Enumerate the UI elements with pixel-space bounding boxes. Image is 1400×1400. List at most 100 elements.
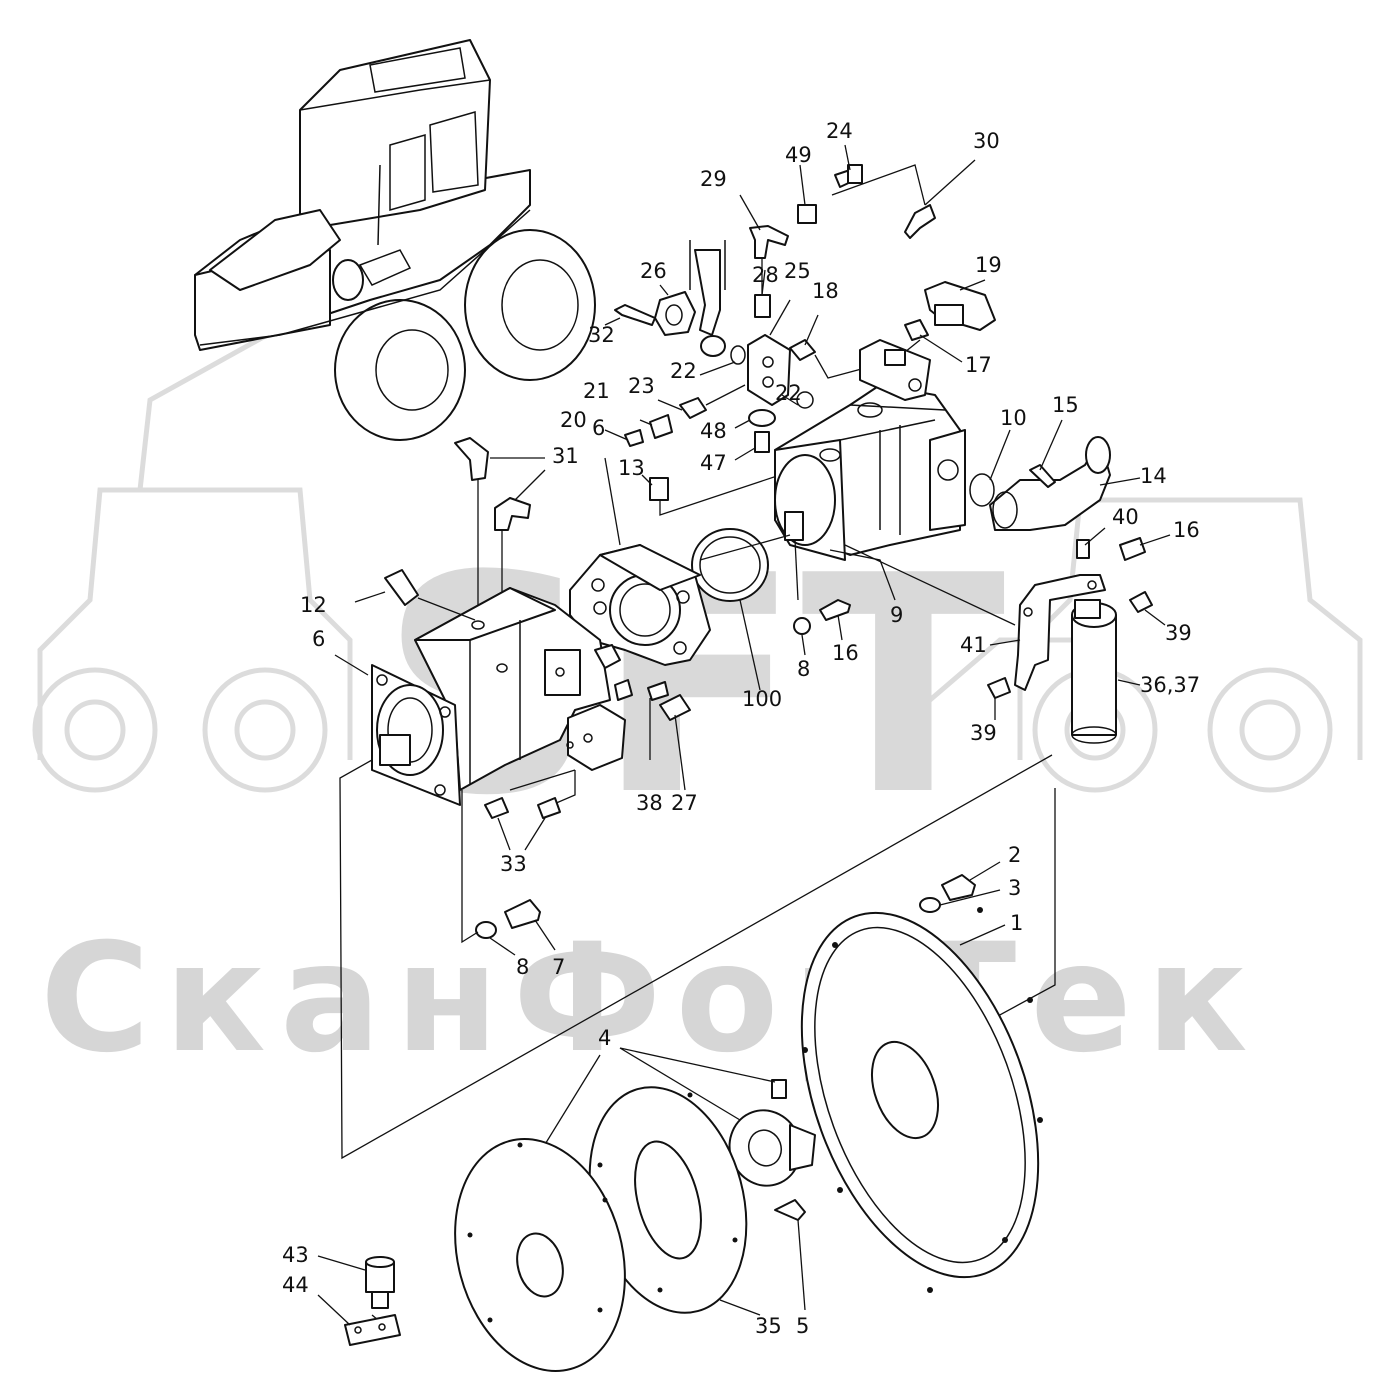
- callout-29: 29: [700, 167, 727, 191]
- part-3-washer: [919, 889, 1001, 913]
- callout-7: 7: [552, 955, 565, 979]
- part-47-plug: [734, 431, 770, 461]
- part-49-nut: [797, 164, 817, 224]
- callout-49: 49: [785, 143, 812, 167]
- part-28-nipple: [754, 258, 771, 318]
- callout-48: 48: [700, 419, 727, 443]
- part-16-bolt-right: [1119, 534, 1171, 561]
- callout-16-center: 16: [832, 641, 859, 665]
- part-23-fitting: [657, 384, 746, 419]
- callout-28: 28: [752, 263, 779, 287]
- callout-38: 38: [636, 791, 663, 815]
- hose-with-fitting: [689, 240, 726, 357]
- callout-8-left: 8: [516, 955, 529, 979]
- part-4-coupling: [519, 1047, 816, 1187]
- part-29-tee-fitting: [739, 194, 789, 259]
- part-26-clamp: [654, 284, 696, 336]
- part-2-bolt: [941, 861, 1001, 901]
- callout-44: 44: [282, 1273, 309, 1297]
- callout-12: 12: [300, 593, 327, 617]
- callout-1: 1: [1010, 911, 1023, 935]
- callout-18: 18: [812, 279, 839, 303]
- callout-32: 32: [588, 323, 615, 347]
- part-48-washer: [734, 409, 776, 429]
- callout-labels: 1 2 3 4 5 6 6 7 8 8 9 10 12 13 14 15 16 …: [282, 119, 1200, 1338]
- callout-2: 2: [1008, 843, 1021, 867]
- callout-4: 4: [598, 1026, 611, 1050]
- part-22-orings: [699, 345, 814, 409]
- callout-14: 14: [1140, 464, 1167, 488]
- part-1-housing-plate: [800, 907, 1043, 1293]
- part-6-hydraulic-pump-left: [334, 587, 651, 811]
- part-44-plate: [317, 1294, 401, 1346]
- part-41-bracket: [989, 574, 1106, 691]
- callout-6-pump: 6: [312, 627, 325, 651]
- callout-31: 31: [552, 444, 579, 468]
- part-27-fitting: [659, 694, 691, 791]
- part-38-fitting: [647, 681, 669, 701]
- callout-43: 43: [282, 1243, 309, 1267]
- part-33-fittings: [484, 797, 561, 851]
- callout-24: 24: [826, 119, 853, 143]
- part-31-elbow-fittings: [454, 437, 546, 650]
- part-13-fitting: [641, 474, 781, 516]
- callout-39-left: 39: [970, 721, 997, 745]
- part-7-bolt: [504, 899, 556, 951]
- part-100-oring: [691, 528, 791, 691]
- watermark-tractor-left: [32, 248, 382, 793]
- callout-26: 26: [640, 259, 667, 283]
- part-32-bolt: [604, 304, 656, 326]
- watermark-company-text: СканФорТек: [40, 912, 1262, 1086]
- callout-39-right: 39: [1165, 621, 1192, 645]
- callout-30: 30: [973, 129, 1000, 153]
- part-6-adapter-plate: [569, 457, 711, 666]
- callout-19: 19: [975, 253, 1002, 277]
- tractor-illustration: [194, 39, 596, 441]
- callout-35: 35: [755, 1314, 782, 1338]
- part-39-fittings: [987, 591, 1166, 720]
- callout-10: 10: [1000, 406, 1027, 430]
- flex-plate-disc: [454, 1138, 626, 1372]
- watermark-tractor-right: [928, 497, 1363, 793]
- part-24-fitting: [834, 144, 863, 188]
- callout-9: 9: [890, 603, 903, 627]
- callout-27: 27: [671, 791, 698, 815]
- callout-15: 15: [1052, 393, 1079, 417]
- part-25-block: [747, 299, 791, 406]
- callout-16-right: 16: [1173, 518, 1200, 542]
- watermark: SFT СканФорТек: [32, 248, 1363, 1086]
- part-16-bolt-center: [819, 599, 851, 641]
- part-40-bolt: [1076, 527, 1106, 559]
- part-36-37-filter: [1071, 599, 1141, 744]
- part-8-washer-left: [475, 921, 516, 956]
- part-5-bolt: [774, 1199, 806, 1311]
- callout-20: 20: [560, 408, 587, 432]
- callout-22-left: 22: [670, 359, 697, 383]
- callout-40: 40: [1112, 505, 1139, 529]
- part-8-washer-center: [793, 539, 811, 656]
- callout-8-center: 8: [797, 657, 810, 681]
- part-43-sensor: [317, 1255, 395, 1321]
- callout-47: 47: [700, 451, 727, 475]
- part-30-elbow-fitting: [831, 159, 976, 239]
- hydraulic-pump-assembly: [774, 339, 1016, 626]
- callout-100: 100: [742, 687, 782, 711]
- callout-25: 25: [784, 259, 811, 283]
- callout-17: 17: [965, 353, 992, 377]
- part-10-oring: [969, 429, 1011, 507]
- callout-6-adapter: 6: [592, 416, 605, 440]
- callout-5: 5: [796, 1314, 809, 1338]
- callout-36-37: 36,37: [1140, 673, 1200, 697]
- callout-3: 3: [1008, 876, 1021, 900]
- callout-22-right: 22: [775, 381, 802, 405]
- callout-41: 41: [960, 633, 987, 657]
- part-35-disc: [588, 1086, 761, 1316]
- part-12-fitting: [354, 569, 476, 621]
- part-21-fitting: [639, 414, 673, 439]
- part-15-bolt: [1029, 419, 1063, 488]
- part-17-fitting: [904, 319, 963, 363]
- callout-21: 21: [583, 379, 610, 403]
- callout-33: 33: [500, 852, 527, 876]
- part-19-valve: [924, 279, 996, 331]
